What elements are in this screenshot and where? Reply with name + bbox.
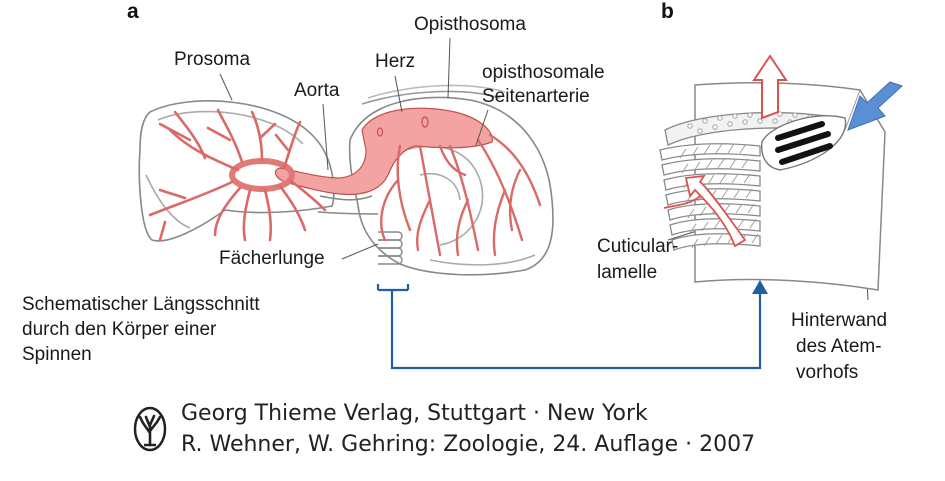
prosoma-arteries <box>148 108 327 242</box>
heart <box>274 107 493 196</box>
panel-label-a: a <box>127 0 139 23</box>
label-seitenarterie-line2: Seitenarterie <box>482 86 590 107</box>
heart-ostium <box>421 116 429 128</box>
pedicel-outline <box>319 195 373 201</box>
book-lung <box>378 231 403 265</box>
air-in-arrow <box>847 81 903 131</box>
label-aorta: Aorta <box>294 80 340 101</box>
caption-line3: Spinnen <box>22 344 92 365</box>
label-hinterwand-line1: Hinterwand <box>791 310 888 331</box>
label-prosoma: Prosoma <box>174 49 251 70</box>
label-hinterwand-line3: vorhofs <box>796 362 859 383</box>
spiracle-stripes <box>775 121 833 165</box>
panel-label-b: b <box>661 0 674 23</box>
air-out-arrow <box>752 54 788 120</box>
label-cuticular-line1: Cuticular- <box>597 236 679 257</box>
opisthosoma-outline <box>348 96 554 276</box>
label-opisthosoma: Opisthosoma <box>414 14 526 35</box>
book-lung-detail <box>659 54 903 291</box>
label-faecherlunge: Fächerlunge <box>219 248 325 269</box>
caption-line1: Schematischer Längsschnitt <box>22 294 260 315</box>
label-seitenarterie-line1: opisthosomale <box>482 62 605 83</box>
publisher-line2: R. Wehner, W. Gehring: Zoologie, 24. Auf… <box>181 432 756 457</box>
caption-line2: durch den Körper einer <box>22 319 217 340</box>
label-cuticular-line2: lamelle <box>597 262 658 283</box>
spider-body <box>138 84 554 276</box>
thieme-logo <box>133 406 167 452</box>
vascular-system <box>148 107 542 257</box>
hemolymph-arrow <box>684 174 747 248</box>
detail-connector <box>376 284 762 370</box>
label-hinterwand-line2: des Atem- <box>796 336 882 357</box>
publisher-line1: Georg Thieme Verlag, Stuttgart · New Yor… <box>181 401 648 426</box>
connector-arrowhead <box>752 280 768 294</box>
opisthosoma-arteries <box>380 133 542 257</box>
label-herz: Herz <box>375 51 416 72</box>
